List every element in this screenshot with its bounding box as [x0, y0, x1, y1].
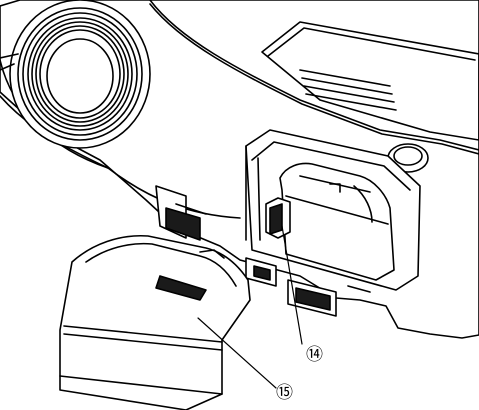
- leader-line-15: [197, 317, 277, 389]
- battery-compartment: [245, 129, 421, 291]
- leader-lines: [197, 225, 303, 389]
- callout-15: ⑮: [276, 383, 293, 403]
- battery-pack: [59, 234, 251, 410]
- battery-latch: [265, 197, 291, 239]
- callout-14: ⑭: [306, 345, 323, 365]
- connector-ports: [245, 257, 371, 317]
- leader-line-14: [281, 225, 303, 345]
- lens: [0, 0, 151, 149]
- side-slot: [155, 185, 207, 241]
